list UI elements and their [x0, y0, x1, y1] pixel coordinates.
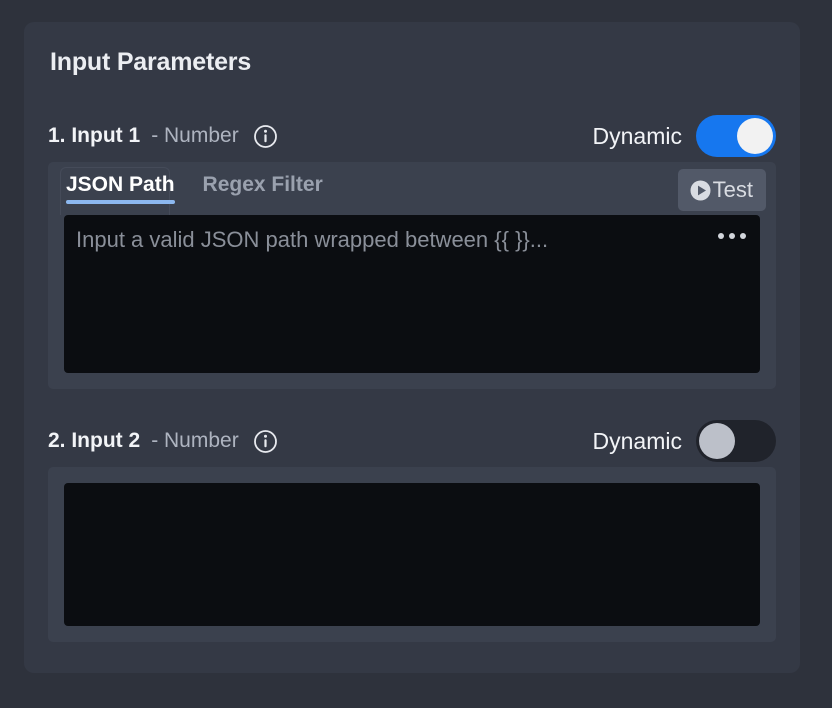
- parameter-group-2: 2. Input 2 - Number Dynamic: [48, 415, 776, 642]
- parameter-name-1: 1. Input 1: [48, 124, 141, 147]
- parameter-header-1: 1. Input 1 - Number Dynamic: [48, 110, 776, 162]
- parameter-group-1: 1. Input 1 - Number Dynamic JSO: [48, 110, 776, 389]
- input-parameters-card: Input Parameters 1. Input 1 - Number Dyn…: [24, 22, 800, 673]
- toggle-knob: [737, 118, 773, 154]
- dot: [729, 233, 735, 239]
- tab-bar: JSON Path Regex Filter Test: [48, 162, 776, 215]
- toggle-knob: [699, 423, 735, 459]
- parameter-type-2: - Number: [151, 429, 239, 452]
- page-title: Input Parameters: [50, 48, 252, 76]
- json-path-panel: JSON Path Regex Filter Test Input a vali…: [48, 162, 776, 389]
- dynamic-toggle-group-2: Dynamic: [593, 420, 776, 462]
- active-tab-outline: [60, 167, 170, 215]
- input-2-panel: [48, 467, 776, 642]
- info-icon[interactable]: [253, 429, 278, 454]
- dot: [718, 233, 724, 239]
- input-2-editor[interactable]: [64, 483, 760, 626]
- tab-regex-filter[interactable]: Regex Filter: [202, 173, 323, 196]
- info-icon[interactable]: [253, 124, 278, 149]
- json-path-editor[interactable]: Input a valid JSON path wrapped between …: [64, 215, 760, 373]
- tab-json-path[interactable]: JSON Path: [66, 173, 175, 204]
- dynamic-toggle-2[interactable]: [696, 420, 776, 462]
- dynamic-label-1: Dynamic: [592, 122, 682, 149]
- parameter-header-2: 2. Input 2 - Number Dynamic: [48, 415, 776, 467]
- ellipsis-icon[interactable]: [718, 233, 746, 239]
- parameter-type-1: - Number: [151, 124, 239, 147]
- test-button[interactable]: Test: [677, 169, 766, 211]
- dot: [740, 233, 746, 239]
- dynamic-label-2: Dynamic: [592, 427, 682, 454]
- dynamic-toggle-1[interactable]: [696, 115, 776, 157]
- json-path-placeholder: Input a valid JSON path wrapped between …: [76, 227, 549, 252]
- play-icon: [689, 179, 712, 202]
- dynamic-toggle-group-1: Dynamic: [593, 115, 776, 157]
- parameter-name-2: 2. Input 2: [48, 429, 141, 452]
- test-button-label: Test: [712, 177, 753, 202]
- tabs: JSON Path Regex Filter: [66, 162, 351, 215]
